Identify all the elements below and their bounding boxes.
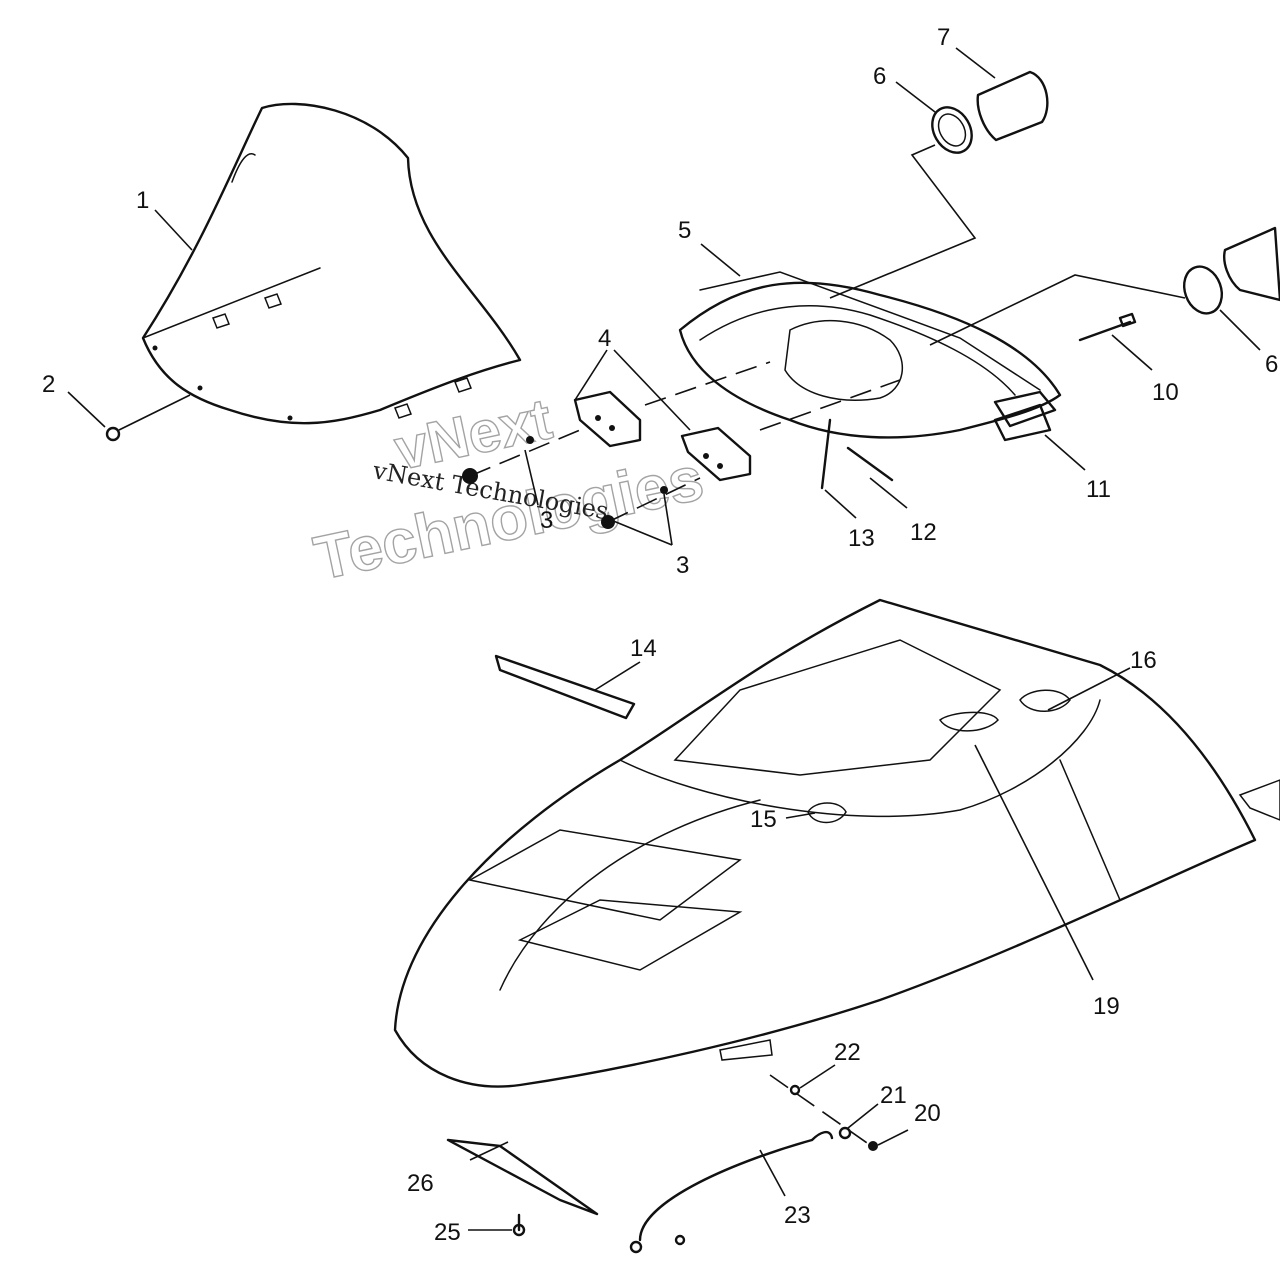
callout-16: 16	[1130, 647, 1157, 674]
windshield-part	[141, 102, 522, 425]
callout-2: 2	[42, 371, 55, 398]
hood-part	[393, 598, 1280, 1088]
console-part-5	[644, 271, 1062, 439]
callout-19: 19	[1093, 993, 1120, 1020]
callout-7: 7	[937, 24, 950, 51]
callout-5: 5	[678, 217, 691, 244]
watermark: vNext Technologies vNext Technologies	[308, 386, 710, 595]
callout-3-upper: 3	[540, 507, 553, 534]
callout-3-lower: 3	[676, 552, 689, 579]
callout-15: 15	[750, 806, 777, 833]
callout-10: 10	[1152, 379, 1179, 406]
strip-part-14	[494, 654, 636, 720]
callout-21: 21	[880, 1082, 907, 1109]
callout-22: 22	[834, 1039, 861, 1066]
callout-labels: 1 2 3 3 4 5 6 6 7 10 11 12 13 14 15 16 1…	[42, 24, 1278, 1246]
callout-6-upper: 6	[873, 63, 886, 90]
gauge-parts-6-7	[829, 70, 1280, 346]
callout-11: 11	[1086, 476, 1111, 503]
callout-4: 4	[598, 325, 611, 352]
callout-20: 20	[914, 1100, 941, 1127]
callout-23: 23	[784, 1202, 811, 1229]
leader-lines	[67, 47, 1261, 1231]
small-parts-10-13	[820, 312, 1137, 490]
callout-14: 14	[630, 635, 657, 662]
callout-6-right: 6	[1265, 351, 1278, 378]
watermark-line2: Technologies	[309, 444, 710, 594]
callout-13: 13	[848, 525, 875, 552]
callout-26: 26	[407, 1170, 434, 1197]
bracket-parts-4	[573, 390, 752, 482]
callout-25: 25	[434, 1219, 461, 1246]
callout-1: 1	[136, 187, 149, 214]
callout-12: 12	[910, 519, 937, 546]
lower-parts-20-26	[446, 1074, 878, 1254]
fastener-parts-3	[462, 429, 701, 529]
screw-part-2	[105, 394, 191, 442]
